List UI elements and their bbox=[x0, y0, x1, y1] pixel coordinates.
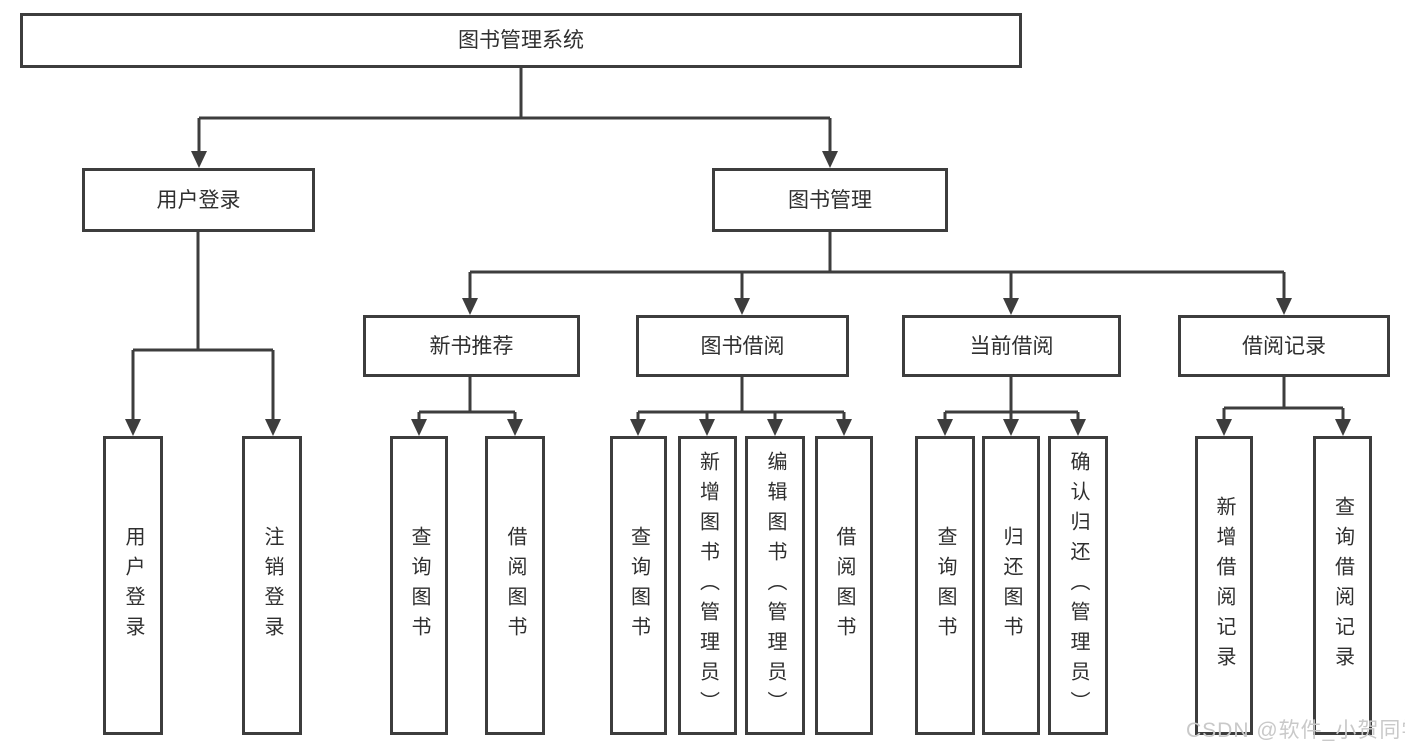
node-label: 用户登录 bbox=[156, 188, 241, 212]
node-user-login: 用户登录 bbox=[82, 168, 315, 232]
connector-userlogin-to-leaves bbox=[131, 232, 275, 421]
connector-root-to-level2 bbox=[197, 68, 832, 152]
leaf-label: 编辑图书（管理员） bbox=[764, 450, 786, 721]
leaf-add-borrow-record: 新增借阅记录 bbox=[1195, 436, 1253, 735]
node-label: 当前借阅 bbox=[969, 334, 1054, 358]
leaf-borrow-book-2: 借阅图书 bbox=[815, 436, 873, 735]
leaf-label: 归还图书 bbox=[1000, 525, 1022, 646]
leaf-query-book-1: 查询图书 bbox=[390, 436, 448, 735]
leaf-label: 用户登录 bbox=[122, 525, 144, 646]
leaf-label: 查询借阅记录 bbox=[1331, 495, 1354, 676]
leaf-add-book-admin: 新增图书（管理员） bbox=[678, 436, 737, 735]
arrowheads-level2 bbox=[191, 151, 838, 168]
csdn-watermark: CSDN @软件_小贺同学 bbox=[1186, 719, 1405, 742]
leaf-return-book: 归还图书 bbox=[982, 436, 1040, 735]
arrowheads-leaves bbox=[125, 419, 1351, 436]
leaf-label: 查询图书 bbox=[627, 525, 650, 646]
leaf-label: 借阅图书 bbox=[833, 525, 855, 646]
leaf-query-book-3: 查询图书 bbox=[915, 436, 975, 735]
leaf-confirm-return-admin: 确认归还（管理员） bbox=[1048, 436, 1108, 735]
leaf-label: 借阅图书 bbox=[504, 525, 526, 646]
node-book-management: 图书管理 bbox=[712, 168, 948, 232]
leaf-label: 确认归还（管理员） bbox=[1067, 450, 1089, 721]
node-current-borrow: 当前借阅 bbox=[902, 315, 1121, 377]
leaf-borrow-book-1: 借阅图书 bbox=[485, 436, 545, 735]
node-borrow-record: 借阅记录 bbox=[1178, 315, 1390, 377]
leaf-logout: 注销登录 bbox=[242, 436, 302, 735]
leaf-label: 查询图书 bbox=[408, 525, 430, 646]
leaf-user-login: 用户登录 bbox=[103, 436, 163, 735]
leaf-label: 新增借阅记录 bbox=[1213, 495, 1235, 676]
connector-level3-to-leaves bbox=[417, 377, 1345, 422]
node-label: 借阅记录 bbox=[1242, 334, 1326, 358]
leaf-query-book-2: 查询图书 bbox=[610, 436, 667, 735]
root-label: 图书管理系统 bbox=[458, 29, 584, 52]
node-label: 新书推荐 bbox=[429, 334, 514, 358]
node-book-borrow: 图书借阅 bbox=[636, 315, 849, 377]
leaf-label: 注销登录 bbox=[261, 525, 283, 646]
leaf-label: 查询图书 bbox=[934, 525, 956, 646]
leaf-label: 新增图书（管理员） bbox=[696, 450, 719, 721]
root-box-library-system: 图书管理系统 bbox=[20, 13, 1022, 68]
leaf-query-borrow-record: 查询借阅记录 bbox=[1313, 436, 1372, 735]
connector-bookmgmt-to-level3 bbox=[468, 232, 1286, 300]
node-label: 图书管理 bbox=[788, 188, 872, 212]
leaf-edit-book-admin: 编辑图书（管理员） bbox=[745, 436, 805, 735]
node-new-book-recommend: 新书推荐 bbox=[363, 315, 580, 377]
node-label: 图书借阅 bbox=[700, 334, 785, 358]
arrowheads-level3 bbox=[462, 298, 1292, 315]
